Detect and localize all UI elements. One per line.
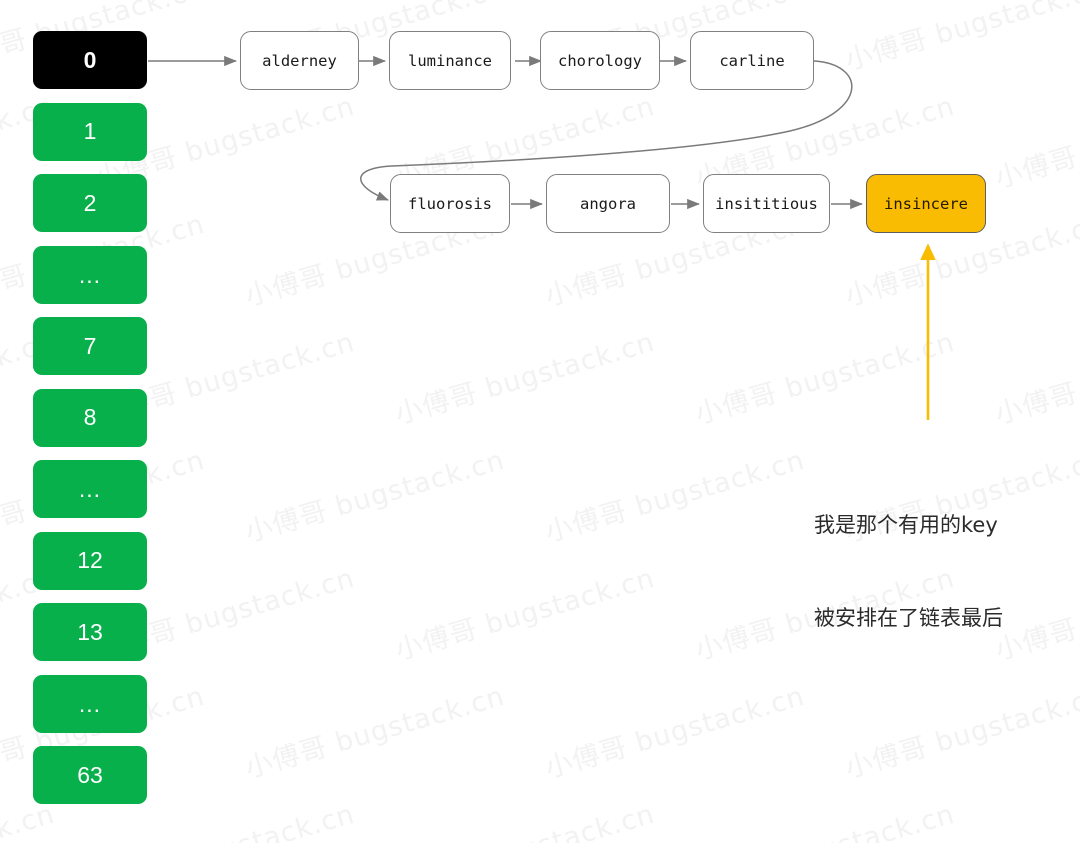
bucket-cell-ellipsisellipsisellipsis[interactable]: ... xyxy=(33,245,147,304)
list-node-label: fluorosis xyxy=(408,194,492,213)
bucket-cell-0[interactable]: 0 xyxy=(33,31,147,89)
bucket-cell-label: 63 xyxy=(77,761,103,788)
list-node-fluorosis[interactable]: fluorosis xyxy=(390,174,510,233)
list-node-alderney[interactable]: alderney xyxy=(240,31,359,90)
bucket-cell-63[interactable]: 63 xyxy=(33,746,147,804)
bucket-cell-7[interactable]: 7 xyxy=(33,317,147,375)
list-node-label: insititious xyxy=(715,194,818,213)
bucket-cell-label: 0 xyxy=(83,46,97,73)
bucket-cell-label: 2 xyxy=(83,189,97,216)
list-node-label: insincere xyxy=(884,194,968,213)
list-node-label: chorology xyxy=(558,51,642,70)
bucket-cell-label: 8 xyxy=(83,404,97,430)
bucket-cell-label: ... xyxy=(78,261,102,288)
list-node-label: carline xyxy=(719,51,785,70)
bucket-cell-label: ... xyxy=(78,690,102,717)
bucket-cell-label: 1 xyxy=(83,118,97,144)
list-node-label: luminance xyxy=(408,51,492,70)
annotation-line-1: 我是那个有用的key xyxy=(814,513,998,537)
bucket-cell-ellipsisellipsisellipsis[interactable]: ... xyxy=(33,674,147,733)
annotation-line-2: 被安排在了链表最后 xyxy=(814,606,1003,630)
bucket-cell-label: ... xyxy=(78,476,102,502)
bucket-cell-8[interactable]: 8 xyxy=(33,388,147,447)
bucket-cell-ellipsisellipsisellipsis[interactable]: ... xyxy=(33,460,147,518)
bucket-cell-13[interactable]: 13 xyxy=(33,603,147,661)
list-node-chorology[interactable]: chorology xyxy=(540,31,660,90)
list-node-label: angora xyxy=(580,194,636,213)
bucket-cell-label: 7 xyxy=(83,332,97,359)
list-node-insititious[interactable]: insititious xyxy=(703,174,830,233)
annotation-text: 我是那个有用的key 被安排在了链表最后 xyxy=(814,448,1003,696)
list-node-angora[interactable]: angora xyxy=(546,174,670,233)
bucket-cell-label: 12 xyxy=(77,547,103,573)
list-node-luminance[interactable]: luminance xyxy=(389,31,511,90)
list-node-carline[interactable]: carline xyxy=(690,31,814,90)
list-node-insincere[interactable]: insincere xyxy=(866,174,986,233)
list-node-label: alderney xyxy=(262,51,337,70)
bucket-cell-1[interactable]: 1 xyxy=(33,102,147,161)
bucket-cell-12[interactable]: 12 xyxy=(33,531,147,590)
bucket-cell-2[interactable]: 2 xyxy=(33,174,147,232)
bucket-cell-label: 13 xyxy=(77,618,103,645)
